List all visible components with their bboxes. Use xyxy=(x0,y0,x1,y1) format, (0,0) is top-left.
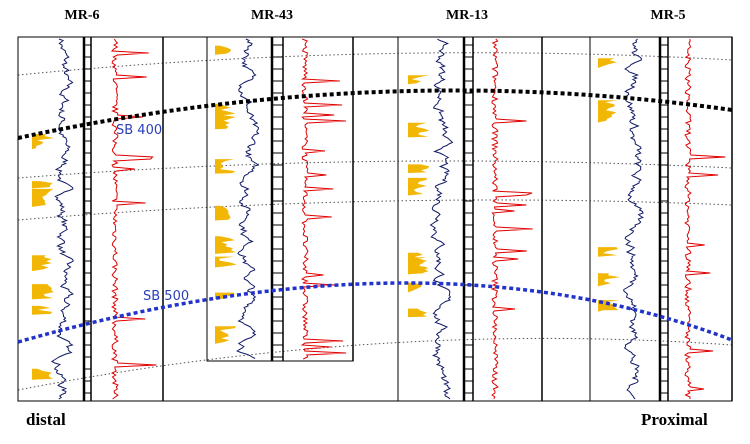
correlation-line-2 xyxy=(17,160,733,179)
distal-label: distal xyxy=(26,410,66,429)
sand-fill-mr-43-3 xyxy=(215,45,232,55)
sand-fill-mr-6-7 xyxy=(32,255,52,272)
correlation-line-4 xyxy=(17,337,733,391)
sb-400-label: SB 400 xyxy=(116,123,163,138)
sand-fill-mr-5-2 xyxy=(598,247,618,257)
sand-fill-mr-6-6 xyxy=(32,305,53,315)
well-label-mr-43: MR-43 xyxy=(251,8,293,23)
sand-fill-mr-6-5 xyxy=(32,368,54,380)
sand-fill-mr-5-3 xyxy=(598,273,620,287)
sand-fill-mr-43-2 xyxy=(215,256,237,268)
sand-fill-mr-13-5 xyxy=(408,164,430,173)
resistivity-curve-mr-6 xyxy=(110,38,157,400)
sand-fill-mr-6-1 xyxy=(32,134,54,150)
sand-fill-mr-5-1 xyxy=(598,58,617,68)
sand-fill-mr-43-6 xyxy=(215,114,236,130)
gamma-ray-curve-mr-43 xyxy=(236,38,260,359)
gamma-ray-curve-mr-6 xyxy=(50,38,74,400)
sand-fill-mr-43-7 xyxy=(215,326,237,344)
well-label-mr-13: MR-13 xyxy=(446,8,488,23)
sand-fill-mr-13-3 xyxy=(408,177,427,196)
sand-fill-mr-43-8 xyxy=(215,159,236,174)
resistivity-curve-mr-43 xyxy=(300,38,347,360)
sb-400-boundary xyxy=(17,88,733,140)
sand-fill-mr-6-2 xyxy=(32,181,53,189)
sand-fill-mr-13-2 xyxy=(408,282,422,293)
sand-fill-mr-13-6 xyxy=(408,122,430,138)
sand-fill-mr-13-1 xyxy=(408,75,429,85)
gamma-ray-curve-mr-13 xyxy=(429,38,454,400)
sb-500-label: SB 500 xyxy=(143,289,190,304)
resistivity-curve-mr-13 xyxy=(490,38,533,400)
well-label-mr-5: MR-5 xyxy=(650,8,686,23)
sand-fill-mr-13-9 xyxy=(408,257,429,275)
sand-fill-mr-6-4 xyxy=(32,284,54,300)
correlation-line-1 xyxy=(17,52,733,76)
resistivity-curve-mr-5 xyxy=(683,38,726,399)
sand-fill-mr-6-3 xyxy=(32,188,54,207)
sb-500-boundary xyxy=(17,281,733,344)
sand-fill-mr-43-1 xyxy=(215,205,231,221)
proximal-label: Proximal xyxy=(641,410,708,429)
correlation-line-3 xyxy=(17,199,733,221)
gamma-ray-curve-mr-5 xyxy=(623,38,644,400)
sand-fill-mr-43-9 xyxy=(215,236,237,254)
well-label-mr-6: MR-6 xyxy=(64,8,100,23)
sand-fill-mr-5-7 xyxy=(598,100,618,119)
well-frame-mr-43 xyxy=(206,36,354,362)
sand-fill-mr-13-7 xyxy=(408,308,428,318)
